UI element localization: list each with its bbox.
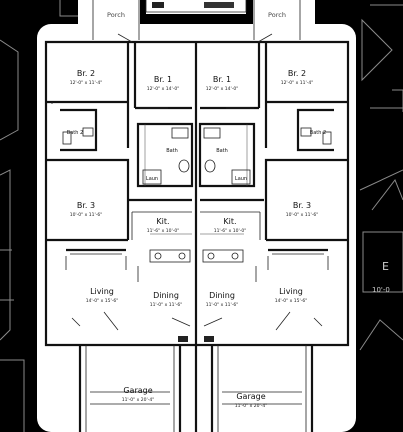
room-dims-right-living: 14'-0" x 15'-6" [275,298,308,304]
porch-area-left: Porch [92,0,140,40]
room-label-right-garage: Garage [236,392,265,401]
room-dims-left-garage: 11'-0" x 20'-4" [122,397,155,403]
room-dims-right-dining: 11'-0" x 11'-6" [206,302,239,308]
room-label-left-br3: Br. 3 [77,201,95,210]
room-dims-left-kit: 11'-6" x 10'-0" [147,228,180,234]
background-sketch-right: E 10'-0 [359,4,403,351]
room-label-right-living: Living [279,287,303,296]
room-dims-left-br2: 12'-0" x 11'-4" [70,80,103,86]
room-label-left-bath2: Bath 2 [67,130,83,136]
porch-area-right: Porch [253,0,301,40]
room-label-left-br1: Br. 1 [154,75,172,84]
room-dims-right-br1: 12'-0" x 14'-0" [206,86,239,92]
room-dims-right-br3: 10'-0" x 11'-6" [286,212,319,218]
background-sketch-left [0,0,89,432]
room-dims-left-br3: 10'-0" x 11'-6" [70,212,103,218]
room-label-right-br3: Br. 3 [293,201,311,210]
porch-label-left: Porch [107,11,125,19]
room-dims-right-garage: 11'-0" x 20'-4" [235,403,268,409]
background-fragment-label: E [382,260,389,273]
unit-right: Laun [198,33,348,432]
room-label-left-dining: Dining [153,291,179,300]
unit-left: Laun [46,33,194,432]
room-dims-right-kit: 11'-6" x 10'-0" [214,228,247,234]
room-labels-left: Br. 2 12'-0" x 11'-4" Br. 1 12'-0" x 14'… [67,69,182,403]
room-label-left-bath: Bath [166,148,178,154]
room-label-right-bath2: Bath 2 [310,130,326,136]
room-dims-left-living: 14'-0" x 15'-6" [86,298,119,304]
laundry-label-left: Laun [146,176,158,182]
porch-label-right: Porch [268,11,286,19]
room-label-left-living: Living [90,287,114,296]
exterior-walls [44,40,350,432]
room-label-right-dining: Dining [209,291,235,300]
svg-text:10'-0: 10'-0 [372,286,390,294]
room-dims-left-br1: 12'-0" x 14'-0" [147,86,180,92]
room-label-right-bath: Bath [216,148,228,154]
laundry-label-right: Laun [235,176,247,182]
room-label-right-kit: Kit. [223,217,236,226]
room-labels-right: Br. 2 12'-0" x 11'-4" Br. 1 12'-0" x 14'… [206,69,326,409]
room-label-left-garage: Garage [123,386,152,395]
top-center-strip [145,0,247,13]
room-label-right-br1: Br. 1 [213,75,231,84]
room-dims-left-dining: 11'-0" x 11'-6" [150,302,183,308]
center-chimney [178,336,214,342]
room-label-left-kit: Kit. [156,217,169,226]
room-label-right-br2: Br. 2 [288,69,306,78]
room-label-left-br2: Br. 2 [77,69,95,78]
room-dims-right-br2: 12'-0" x 11'-4" [281,80,314,86]
